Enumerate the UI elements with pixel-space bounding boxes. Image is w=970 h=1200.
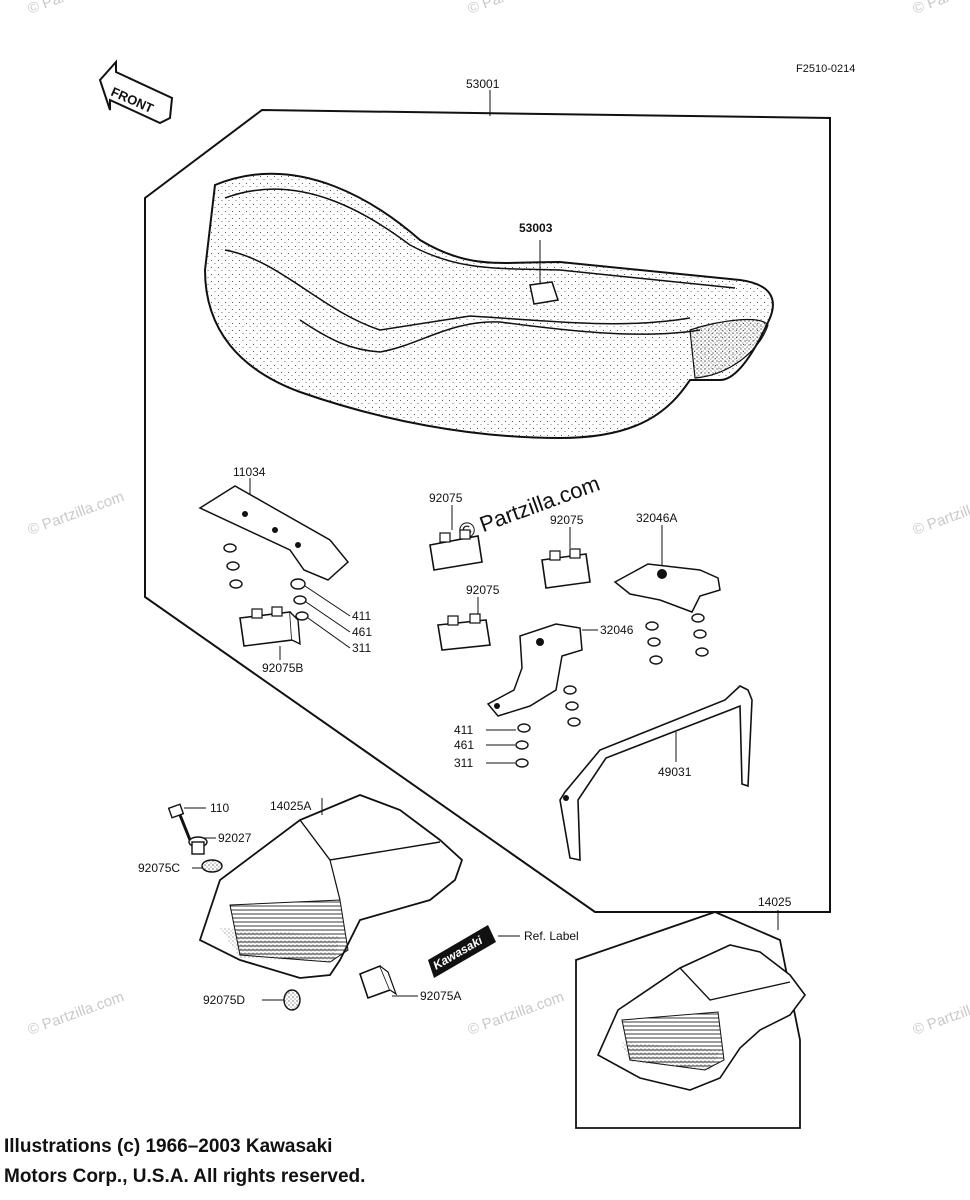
watermark-text: © Partzilla.com xyxy=(911,988,970,1039)
washer-stack-right-icon xyxy=(486,613,709,768)
watermark-text: © Partzilla.com xyxy=(26,0,127,18)
callout-11034: 11034 xyxy=(233,465,266,479)
callout-53003: 53003 xyxy=(519,221,553,235)
callout-92075b: 92075B xyxy=(262,661,303,675)
bracket-11034-icon xyxy=(198,478,350,581)
kawasaki-label-icon: Kawasaki xyxy=(428,925,520,978)
callout-ref-label: Ref. Label xyxy=(524,929,579,943)
watermark-text: © Partzilla.com xyxy=(911,488,970,539)
callout-92027: 92027 xyxy=(218,831,252,845)
seat-illustration xyxy=(203,172,774,440)
callout-461-left: 461 xyxy=(352,625,372,639)
damper-92075d-icon xyxy=(262,989,301,1011)
watermark-text: © Partzilla.com xyxy=(466,0,567,18)
seat-assembly-outline xyxy=(144,108,831,913)
damper-92075-top-left-icon xyxy=(429,505,483,571)
callout-14025: 14025 xyxy=(758,895,792,909)
cowl-14025-outline xyxy=(575,911,801,1129)
callout-311-left: 311 xyxy=(352,641,371,655)
copyright-notice: Illustrations (c) 1966–2003 Kawasaki Mot… xyxy=(4,1132,365,1192)
bracket-32046a-icon xyxy=(613,525,721,613)
rear-cowl-14025a-icon xyxy=(198,794,464,979)
support-bar-49031-icon xyxy=(559,685,753,861)
callout-411-right: 411 xyxy=(454,723,473,737)
rear-cowl-14025-icon xyxy=(596,944,806,1091)
parts-diagram: © Partzilla.com © Partzilla.com © Partzi… xyxy=(26,0,970,1129)
callout-92075a: 92075A xyxy=(420,989,461,1003)
callout-32046: 32046 xyxy=(600,623,634,637)
damper-92075-mid-icon xyxy=(437,597,491,651)
figure-code: F2510-0214 xyxy=(796,63,855,75)
callout-92075-top-left: 92075 xyxy=(429,491,463,505)
watermark-text: © Partzilla.com xyxy=(911,0,970,18)
callout-92075-top-right: 92075 xyxy=(550,513,584,527)
watermarks: © Partzilla.com © Partzilla.com © Partzi… xyxy=(26,0,970,1039)
callout-92075d: 92075D xyxy=(203,993,245,1007)
callout-311-right: 311 xyxy=(454,756,473,770)
center-watermark-text: © Partzilla.com xyxy=(455,471,603,545)
callout-92075c: 92075C xyxy=(138,861,180,875)
watermark-text: © Partzilla.com xyxy=(26,988,127,1039)
watermark-text: © Partzilla.com xyxy=(466,988,567,1039)
washer-stack-left-icon xyxy=(223,543,351,649)
seat-hook-icon xyxy=(529,240,559,305)
copyright-line-1: Illustrations (c) 1966–2003 Kawasaki xyxy=(4,1136,333,1157)
callout-14025a: 14025A xyxy=(270,799,311,813)
bolt-110-icon xyxy=(167,803,206,841)
front-arrow-icon: FRONT xyxy=(98,59,174,125)
damper-92075c-icon xyxy=(192,859,223,873)
callout-411-left: 411 xyxy=(352,609,371,623)
damper-92075a-icon xyxy=(359,964,418,1000)
watermark-text: © Partzilla.com xyxy=(26,488,127,539)
damper-92075b-icon xyxy=(239,606,301,660)
collar-92027-icon xyxy=(188,836,216,855)
callout-461-right: 461 xyxy=(454,738,474,752)
callout-49031: 49031 xyxy=(658,765,692,779)
damper-92075-top-right-icon xyxy=(541,527,591,589)
callout-32046a: 32046A xyxy=(636,511,677,525)
copyright-line-2: Motors Corp., U.S.A. All rights reserved… xyxy=(4,1166,366,1187)
callout-53001: 53001 xyxy=(466,77,500,91)
bracket-32046-icon xyxy=(486,623,598,717)
callout-92075-mid: 92075 xyxy=(466,583,500,597)
callout-110: 110 xyxy=(210,801,229,815)
